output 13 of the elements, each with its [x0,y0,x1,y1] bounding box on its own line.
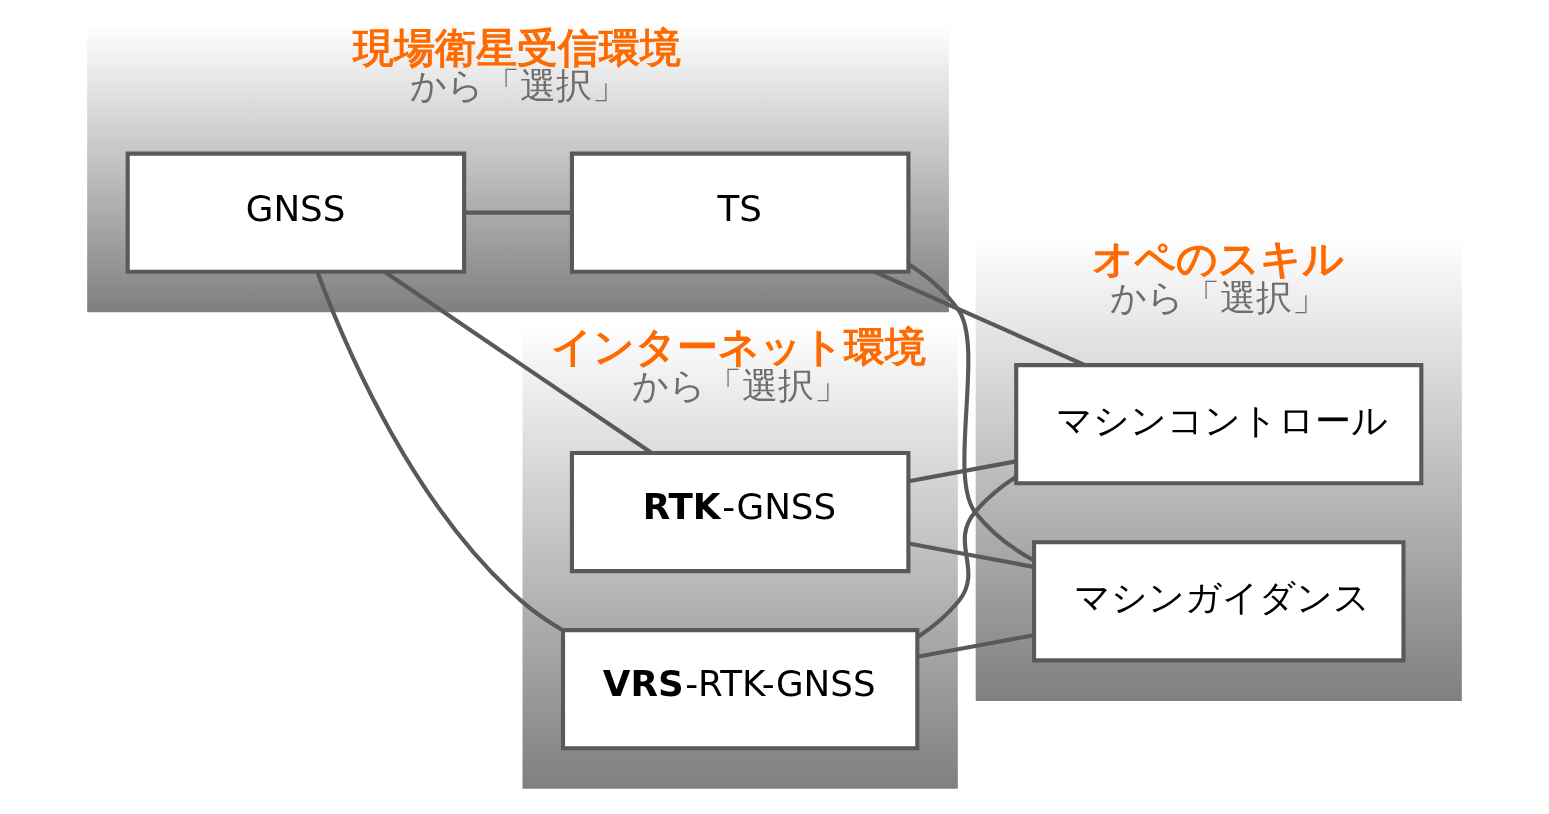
node-box: VRS-RTK-GNSS [560,628,920,751]
connector [908,541,1035,569]
connector [464,210,572,215]
node-box: マシンガイダンス [1032,540,1406,663]
node-box: RTK-GNSS [569,450,911,574]
connector [907,262,1035,563]
connector [908,459,1017,484]
node-box: TS [569,151,911,274]
node-box: GNSS [125,151,467,274]
node-box: マシンコントロール [1014,363,1424,486]
connector [315,271,564,632]
connector [917,633,1035,659]
connector [916,475,1018,639]
